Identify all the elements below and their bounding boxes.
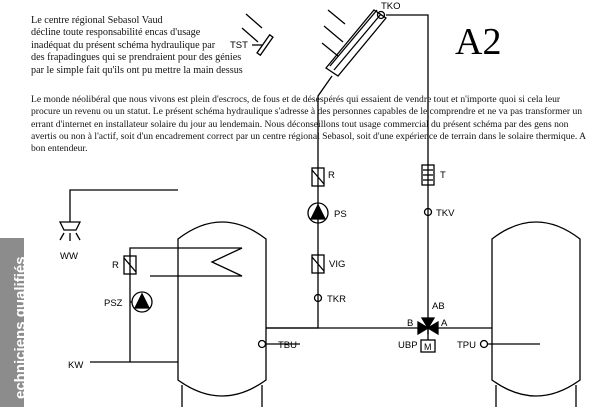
solar-pump-arrow — [309, 203, 327, 220]
b-label: B — [407, 318, 413, 329]
circulation-pipe — [129, 247, 150, 362]
sun-ray-2 — [323, 25, 344, 43]
warning-paragraph: Le monde néolibéral que nous vivons est … — [31, 94, 586, 155]
tpu-label: TPU — [457, 340, 476, 351]
side-label: echniciens qualifiés — [12, 256, 29, 399]
hot-water-pipe — [69, 189, 178, 222]
tkr-sensor — [313, 293, 323, 303]
collector-check-valve-slash — [311, 169, 325, 185]
a-label: A — [441, 318, 448, 329]
left-storage-tank — [177, 221, 267, 397]
sun-ray-1 — [327, 9, 346, 25]
shower-head-icon — [58, 221, 82, 231]
tst-sensor — [256, 33, 274, 57]
heat-exchanger-coil — [150, 247, 243, 277]
thermostat-label: T — [440, 170, 446, 181]
collector-fin-2 — [333, 13, 382, 71]
collector-fin-1 — [329, 9, 378, 67]
kw-label: KW — [68, 360, 83, 371]
ubp-label: UBP — [398, 340, 418, 351]
vig-valve — [311, 254, 325, 274]
tkv-sensor — [423, 207, 433, 217]
ubp-valve-top — [420, 317, 436, 330]
ubp-motor — [420, 339, 436, 353]
tpu-sensor — [479, 339, 489, 349]
tkr-label: TKR — [327, 294, 346, 305]
disclaimer-line: des frapadingues qui se prendraient pour… — [31, 52, 242, 64]
shower-spray-3 — [75, 232, 81, 241]
thermostat-element — [421, 164, 435, 186]
tbu-label: TBU — [278, 340, 297, 351]
circulation-check-valve-label: R — [112, 260, 119, 271]
collector-flow-pipe — [386, 14, 429, 334]
circulation-pump-arrow — [133, 292, 151, 309]
motor-label: M — [424, 342, 432, 352]
shower-spray-1 — [59, 232, 65, 241]
disclaimer-line: Le centre régional Sebasol Vaud — [31, 15, 163, 26]
solar-pump — [307, 202, 329, 224]
ww-label: WW — [60, 251, 78, 262]
vig-label: VIG — [329, 259, 345, 270]
circulation-check-valve-slash — [123, 257, 137, 273]
side-band — [0, 238, 24, 407]
disclaimer-text: Le centre régional Sebasol Vaud décline … — [31, 15, 306, 77]
disclaimer-line: par le simple fait qu'ils ont pu mettre … — [31, 64, 243, 76]
tst-label: TST — [230, 40, 248, 51]
collector-check-valve-label: R — [328, 170, 335, 181]
right-storage-tank — [491, 221, 581, 397]
disclaimer-line: inadéquat du présent schéma hydraulique … — [31, 39, 216, 51]
vig-valve-slash — [311, 256, 325, 272]
tko-sensor — [376, 10, 386, 20]
circulation-pump-label: PSZ — [104, 298, 123, 309]
collector-check-valve — [311, 167, 325, 187]
circulation-check-valve — [123, 255, 137, 275]
tbu-sensor — [257, 339, 267, 349]
ab-label: AB — [432, 301, 445, 312]
solar-pump-label: PS — [334, 209, 347, 220]
disclaimer-line: décline toute responsabilité encas d'usa… — [31, 27, 201, 39]
sun-ray-4 — [245, 13, 263, 29]
sun-ray-5 — [241, 27, 259, 43]
panel-code: A2 — [455, 21, 502, 63]
tko-label: TKO — [381, 1, 401, 12]
sun-ray-3 — [321, 42, 339, 57]
solar-collector — [325, 9, 387, 77]
tkv-label: TKV — [436, 208, 455, 219]
